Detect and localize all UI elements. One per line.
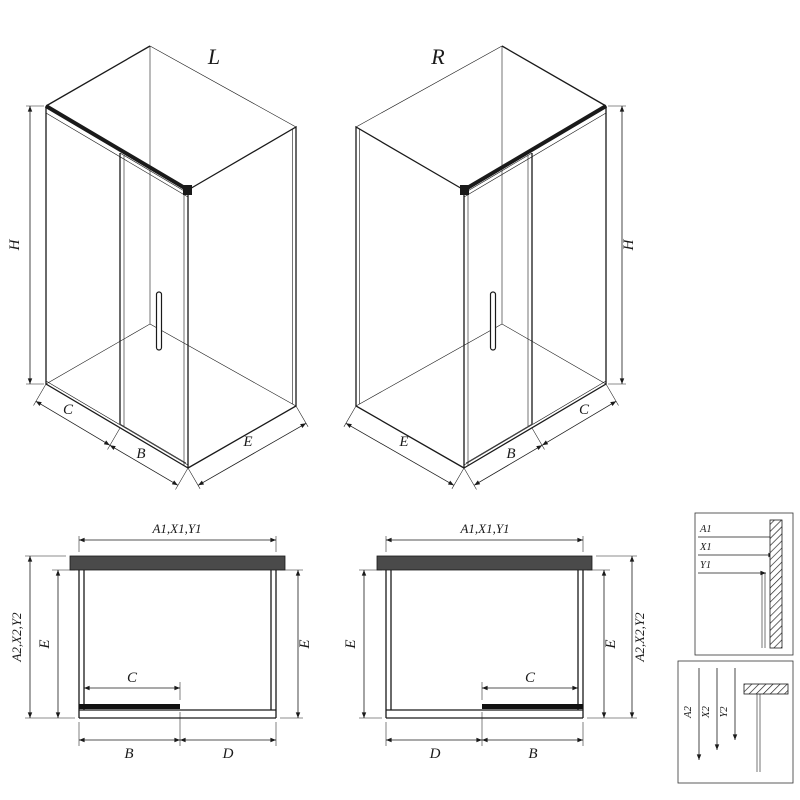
dim-label-height: H xyxy=(7,238,23,251)
wall-profile-section xyxy=(769,519,783,649)
sliding-door-left xyxy=(119,152,187,464)
wall-profile-section xyxy=(743,683,789,695)
dim-label-side: E xyxy=(398,434,408,450)
detail-frame xyxy=(694,512,794,656)
detail-view-a2: A2 X2 Y2 xyxy=(677,660,794,784)
dim-label-fixed-front: C xyxy=(63,402,74,418)
door-handle xyxy=(155,291,163,351)
detail-view-a1: A1 X1 Y1 xyxy=(694,512,794,656)
glass-section-lines xyxy=(761,573,766,648)
variant-label-right: R xyxy=(430,44,445,69)
dim-label-door: B xyxy=(124,746,133,762)
iso-right-structure xyxy=(355,45,608,469)
variant-label-left: L xyxy=(207,44,220,69)
door-handle xyxy=(489,291,497,351)
dim-label-a1x1y1: A1,X1,Y1 xyxy=(459,521,509,536)
iso-left-dimensions: H C B E xyxy=(7,105,309,490)
dim-label-door: B xyxy=(528,746,537,762)
dim-label-opening: C xyxy=(127,670,138,686)
detail-label-a2: A2 xyxy=(683,705,694,718)
plan-right-dimensions: A1,X1,Y1 C D B E E A2,X2,Y2 xyxy=(343,521,647,762)
top-rail xyxy=(461,104,608,193)
building-wall xyxy=(69,555,286,571)
plan-view-left: A1,X1,Y1 C B D E A2,X2,Y2 E xyxy=(9,521,313,762)
dim-label-height: H xyxy=(621,238,637,251)
top-rail xyxy=(44,104,191,193)
iso-right-dimensions: H C B E xyxy=(343,105,637,490)
iso-view-left: H C B E L xyxy=(7,44,309,490)
detail-label-y1: Y1 xyxy=(700,560,711,571)
dim-label-fixed: D xyxy=(429,746,441,762)
dim-label-door: B xyxy=(506,446,515,462)
building-wall xyxy=(376,555,593,571)
dim-label-fixed: D xyxy=(222,746,234,762)
detail-label-x1: X1 xyxy=(699,542,712,553)
dim-label-door: B xyxy=(136,446,145,462)
detail-label-a1: A1 xyxy=(699,524,712,535)
dim-label-side-left: E xyxy=(37,639,53,649)
sliding-door-plan xyxy=(482,704,583,709)
dim-label-side: E xyxy=(242,434,252,450)
dim-label-fixed-front: C xyxy=(579,402,590,418)
plan-view-right: A1,X1,Y1 C D B E E A2,X2,Y2 xyxy=(343,521,647,762)
glass-section-lines xyxy=(756,694,761,772)
dim-label-a1x1y1: A1,X1,Y1 xyxy=(151,521,201,536)
iso-view-right: H C B E R xyxy=(343,44,637,490)
plan-left-structure xyxy=(78,570,277,719)
dim-label-opening: C xyxy=(525,670,536,686)
dim-label-side-left: E xyxy=(343,639,359,649)
sliding-door-plan xyxy=(79,704,180,709)
detail-label-x2: X2 xyxy=(701,705,712,718)
plan-right-structure xyxy=(385,570,584,719)
plan-left-dimensions: A1,X1,Y1 C B D E A2,X2,Y2 E xyxy=(9,521,313,762)
dim-label-a2x2y2: A2,X2,Y2 xyxy=(632,612,647,663)
sliding-door-right xyxy=(465,152,533,464)
iso-left-structure xyxy=(44,45,297,469)
dim-label-side-right: E xyxy=(603,639,619,649)
dim-label-a2x2y2: A2,X2,Y2 xyxy=(9,612,24,663)
detail-label-y2: Y2 xyxy=(719,706,730,718)
detail-frame xyxy=(677,660,794,784)
dim-label-side-right: E xyxy=(297,639,313,649)
